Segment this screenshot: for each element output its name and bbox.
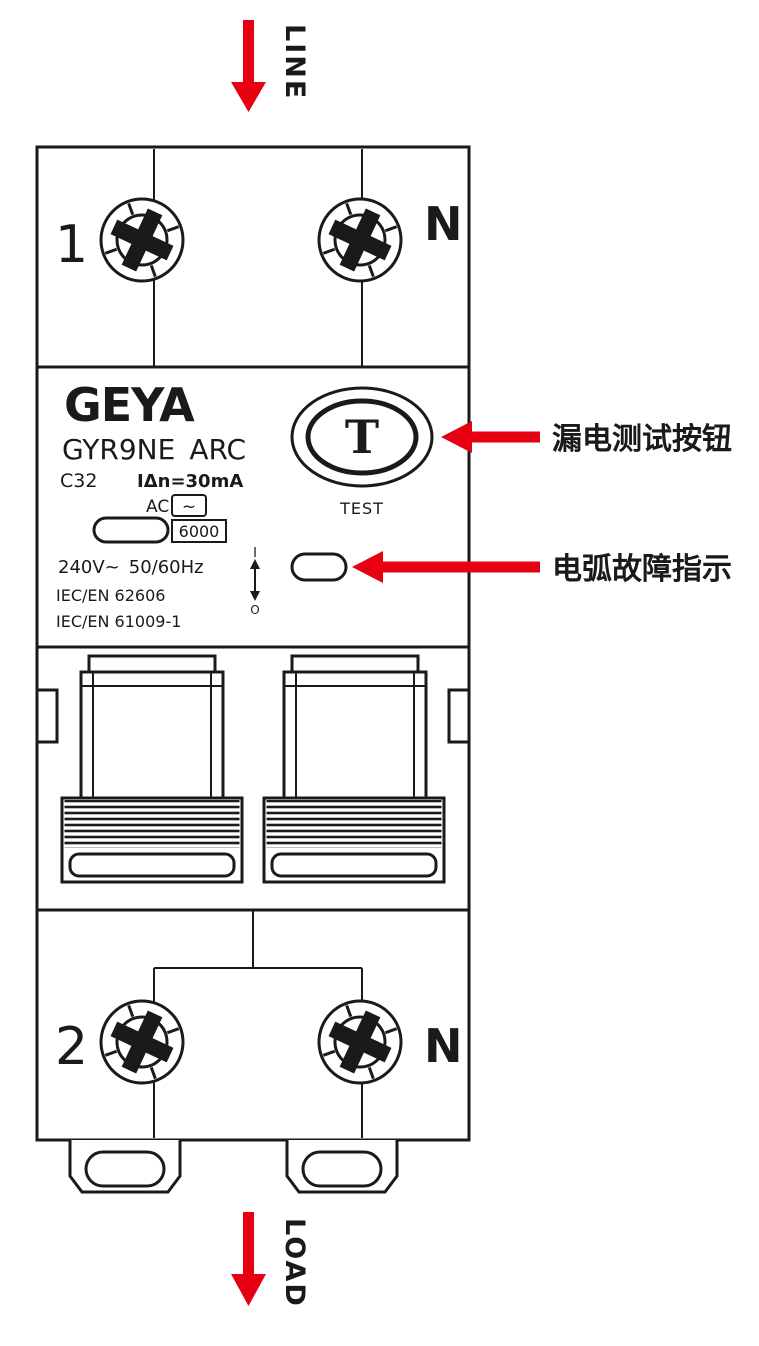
rocker-left-grip-ribs	[64, 800, 240, 848]
type-label: AC	[146, 497, 169, 517]
brand-logo: GEYA	[64, 378, 195, 432]
rocker-left	[60, 654, 244, 884]
side-tab-right	[447, 688, 471, 744]
test-button-inner-ring	[305, 398, 419, 476]
test-button-outer-ring	[290, 386, 434, 488]
callout-arc-indicator: 电弧故障指示	[352, 551, 732, 587]
load-label: LOAD	[279, 1218, 310, 1308]
position-arrow-up-icon	[250, 559, 260, 569]
breaker-body-outline	[35, 145, 471, 1142]
switch-position-indicator: I O	[250, 546, 260, 617]
breaking-capacity-value: 6000	[179, 522, 220, 541]
callout-test-arrow-shaft	[470, 431, 540, 443]
pole-1-label: 1	[55, 215, 88, 275]
rocker-right-grip-ribs	[266, 800, 442, 848]
terminal-screw-top-left	[99, 197, 185, 283]
terminal-screw-bottom-left	[99, 999, 185, 1085]
din-clip-left-slot	[84, 1150, 166, 1188]
curve-rating-label: C32	[60, 470, 97, 492]
side-tab-left	[35, 688, 59, 744]
line-arrow-shaft	[243, 20, 254, 83]
rocker-left-cap	[87, 654, 217, 674]
standard-1-label: IEC/EN 62606	[56, 586, 165, 605]
test-button-mark: T	[345, 410, 379, 464]
callout-test-label: 漏电测试按钮	[552, 422, 732, 457]
position-off-label: O	[250, 603, 259, 617]
callout-test-button: 漏电测试按钮	[441, 421, 732, 457]
rocker-right-grip-band	[270, 852, 438, 878]
rocker-right-cap	[290, 654, 420, 674]
voltage-frequency-label: 240V~ 50/60Hz	[58, 557, 204, 578]
terminal-screw-bottom-right	[317, 999, 403, 1085]
rocker-right	[262, 654, 446, 884]
residual-current-label: IΔn=30mA	[137, 471, 243, 492]
callout-arc-arrow-shaft	[381, 561, 540, 573]
neutral-bottom-label: N	[424, 1019, 463, 1073]
position-arrow-down-icon	[250, 591, 260, 601]
ac-wave-icon: ~	[182, 497, 196, 517]
breaking-capacity-box	[171, 519, 227, 543]
pole-2-label: 2	[55, 1017, 88, 1077]
top-terminal-section: 1 N	[37, 149, 469, 369]
standard-2-label: IEC/EN 61009-1	[56, 612, 181, 631]
toggle-section	[35, 654, 471, 912]
line-flow-arrow	[231, 20, 266, 112]
model-label: GYR9NE ARC	[62, 433, 246, 466]
type-symbol-box	[171, 494, 207, 517]
din-clip-right-slot	[301, 1150, 383, 1188]
callout-arc-arrow-head	[352, 551, 383, 583]
callout-test-arrow-head	[441, 421, 472, 453]
line-arrow-head	[231, 82, 266, 112]
rocker-left-lever	[79, 670, 225, 800]
line-label: LINE	[279, 24, 310, 100]
terminal-screw-top-right	[317, 197, 403, 283]
load-arrow-shaft	[243, 1212, 254, 1276]
rating-window-pill	[92, 516, 170, 544]
bottom-terminal-section: 2 N	[55, 910, 463, 1138]
load-arrow-head	[231, 1274, 266, 1306]
rocker-left-grip-band	[68, 852, 236, 878]
faceplate-section: GEYA GYR9NE ARC C32 IΔn=30mA AC ~ 6000 2…	[37, 378, 469, 649]
load-flow-arrow	[231, 1212, 266, 1306]
rocker-right-lever	[282, 670, 428, 800]
position-on-label: I	[253, 546, 257, 561]
din-clips	[68, 1140, 399, 1194]
arc-fault-indicator-window	[290, 552, 348, 582]
test-caption: TEST	[339, 499, 384, 518]
test-button: T	[290, 386, 434, 488]
neutral-top-label: N	[424, 197, 463, 251]
callout-arc-label: 电弧故障指示	[552, 552, 732, 587]
